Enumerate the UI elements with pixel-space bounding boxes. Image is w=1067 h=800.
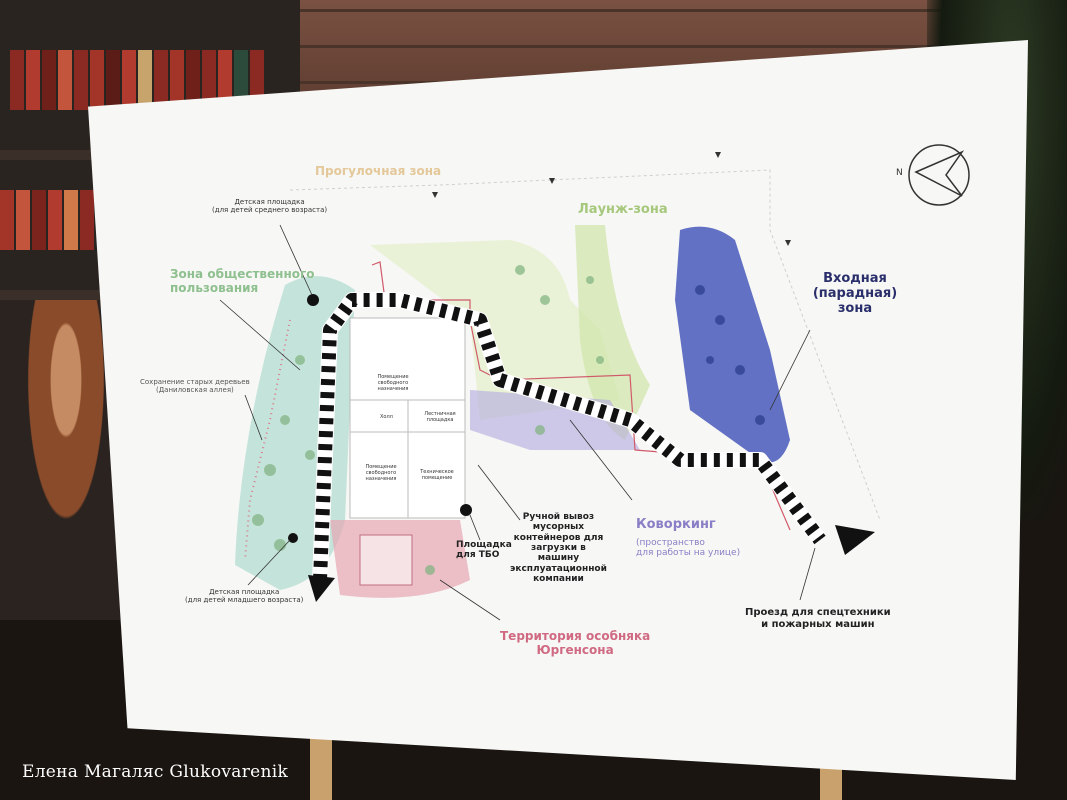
coworking-label: Коворкинг [636,517,716,532]
walk-zone-area [370,240,620,420]
mansion-label: Территория особняка Юргенсона [500,629,651,657]
playground-mid-label: Детская площадка (для детей среднего воз… [212,198,328,215]
room-label: Холл [380,414,393,420]
person-silhouette [0,300,120,620]
public-zone-label: Зона общественного пользования [170,267,315,295]
compass-icon [908,144,970,206]
trees-entrance [695,285,765,425]
playground-mid-marker [307,294,319,306]
leader-lines [219,224,816,621]
room-label: Помещение свободного назначения [365,464,397,482]
route-arrow [313,293,826,581]
entry-markers [432,152,791,246]
waste-site-marker [460,504,472,516]
route-arrow-head-start [308,575,335,602]
playground-young-marker [288,533,298,543]
photo-caption: Елена Магаляс Glukovarenik [22,762,289,782]
playground-young-label: Детская площадка (для детей младшего воз… [185,588,304,605]
manual-removal-label: Ручной вывоз мусорных контейнеров для за… [510,512,607,585]
compass-needle-icon [914,150,965,197]
lounge-zone-label: Лаунж-зона [578,202,668,217]
room-label: Помещение свободного назначения [377,374,409,392]
site-boundary [289,169,881,521]
vehicle-access-label: Проезд для спецтехники и пожарных машин [745,607,891,630]
entrance-zone [675,226,790,463]
route-arrow-head-end [835,525,875,555]
compass-letter: N [896,168,903,178]
room-label: Техническое помещение [420,469,454,481]
old-trees-label: Сохранение старых деревьев (Даниловская … [140,378,250,395]
walk-zone-label: Прогулочная зона [315,164,442,178]
mansion-building [359,534,413,586]
coworking-sublabel: (пространство для работы на улице) [636,538,741,559]
entrance-zone-label: Входная (парадная) зона [812,271,898,316]
books-row [0,190,94,250]
old-trees-alley [244,319,291,561]
waste-site-label: Площадка для ТБО [456,540,512,561]
books-row [10,50,264,110]
room-label: Лестничная площадка [424,411,456,423]
